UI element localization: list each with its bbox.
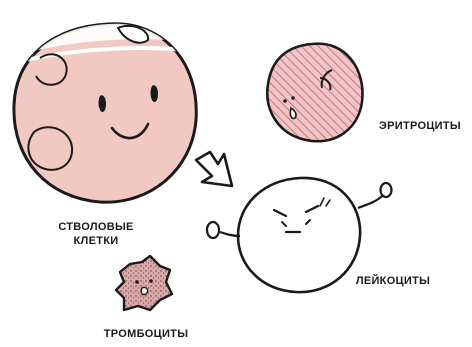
stem-cells-label: СТВОЛОВЫЕ КЛЕТКИ [36, 220, 156, 248]
stem-cells-label-line1: СТВОЛОВЫЕ [36, 220, 156, 234]
thrombocyte-icon [116, 256, 172, 310]
stem-cell-icon [10, 10, 200, 202]
erythrocytes-label: ЭРИТРОЦИТЫ [372, 119, 468, 133]
erythrocyte-icon [267, 44, 362, 142]
leukocytes-label: ЛЕЙКОЦИТЫ [338, 274, 448, 288]
stem-cells-label-line2: КЛЕТКИ [36, 234, 156, 248]
thrombocytes-label: ТРОМБОЦИТЫ [86, 327, 206, 341]
arrow-icon [196, 152, 232, 186]
